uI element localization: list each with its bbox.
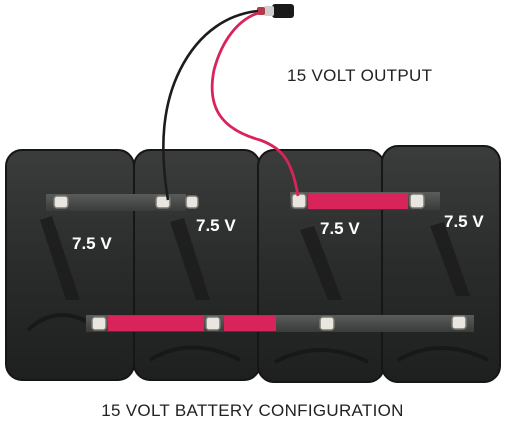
black-wire [162, 9, 259, 201]
red-wire [210, 11, 300, 197]
battery-1 [5, 149, 135, 381]
voltage-label-3: 7.5 V [320, 219, 360, 238]
connector-plug [257, 4, 294, 18]
voltage-label-1: 7.5 V [72, 234, 112, 253]
red-link-top [308, 193, 408, 209]
battery-2 [133, 149, 261, 381]
red-link-bottom-1 [108, 316, 204, 331]
battery-pack-photo: 7.5 V 7.5 V 7.5 V 7.5 V [5, 4, 501, 383]
top-strap-left [46, 194, 186, 211]
battery-4 [381, 145, 501, 383]
terminals [53, 193, 467, 331]
configuration-caption: 15 VOLT BATTERY CONFIGURATION [101, 401, 404, 420]
voltage-label-2: 7.5 V [196, 216, 236, 235]
red-link-bottom-2 [224, 316, 276, 331]
voltage-label-4: 7.5 V [444, 212, 484, 231]
output-label: 15 VOLT OUTPUT [287, 66, 433, 85]
battery-3 [257, 149, 385, 383]
